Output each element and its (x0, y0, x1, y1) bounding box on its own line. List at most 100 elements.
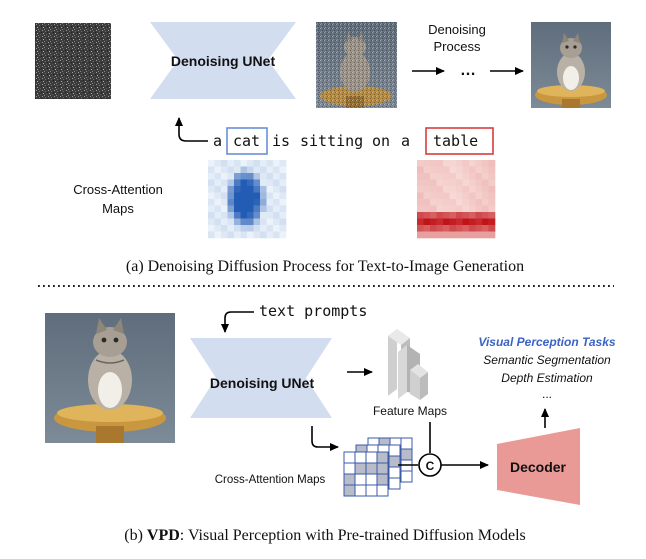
attention-cell (417, 231, 424, 239)
attention-cell (475, 179, 483, 187)
attention-cell (253, 173, 261, 180)
attention-cell (221, 173, 228, 180)
text-prompts-label: text prompts (259, 302, 367, 320)
attention-cell (273, 205, 280, 213)
attention-cell (234, 231, 241, 239)
attention-cell (462, 160, 470, 167)
attention-cell (208, 179, 215, 187)
attention-cell (436, 205, 444, 213)
attention-cell (266, 218, 274, 226)
attention-cell (240, 218, 248, 226)
attention-cell (436, 173, 444, 180)
attention-cell (475, 173, 483, 180)
attention-cell (462, 225, 470, 232)
attention-cell (208, 231, 215, 239)
attention-cell (462, 218, 470, 226)
attention-cell (266, 179, 274, 187)
attention-cell (430, 218, 437, 226)
attention-cell (436, 212, 444, 219)
attention-cell (488, 231, 496, 239)
denoising-unet-top-label: Denoising UNet (171, 53, 276, 69)
attention-cell (469, 231, 476, 239)
attention-cell (221, 199, 228, 206)
attention-cell (449, 231, 457, 239)
attention-cell (234, 179, 241, 187)
attention-cell (273, 212, 280, 219)
attention-cell (221, 225, 228, 232)
attention-cell (436, 192, 444, 200)
attention-grid-cell (388, 466, 401, 479)
attention-cell (247, 160, 254, 167)
task-more: ... (542, 387, 552, 401)
attention-cell (247, 179, 254, 187)
attention-cell (443, 160, 450, 167)
cross-attention-maps-label: Cross-Attention Maps (215, 474, 326, 486)
attention-cell (443, 166, 450, 174)
attention-cell (423, 231, 431, 239)
attention-cell (462, 179, 470, 187)
attention-grid-cell (343, 484, 356, 497)
attention-cell (469, 186, 476, 193)
attention-grid-cell (376, 462, 389, 475)
attention-cell (462, 173, 470, 180)
attention-cell (469, 205, 476, 213)
attention-cell (260, 160, 267, 167)
attention-cell (247, 192, 254, 200)
unet-to-attention-arrow (311, 426, 339, 451)
attention-cell (423, 199, 431, 206)
attention-cell (456, 179, 463, 187)
attention-cell (482, 166, 489, 174)
attention-cell (488, 173, 496, 180)
attention-grid-cell (365, 451, 378, 464)
attention-cell (482, 225, 489, 232)
attention-cell (214, 205, 222, 213)
cross-attention-label-2: Maps (102, 201, 134, 216)
attention-cell (488, 225, 496, 232)
attention-cell (488, 199, 496, 206)
cat-highlight-box (226, 127, 268, 155)
attention-cell (475, 225, 483, 232)
attention-cell (234, 192, 241, 200)
attention-cell (436, 218, 444, 226)
table-attention-map (417, 160, 496, 239)
prompt-word-table: table (433, 132, 478, 150)
attention-cell (469, 160, 476, 167)
attention-cell (214, 160, 222, 167)
attention-cell (227, 186, 235, 193)
attention-cell (266, 186, 274, 193)
attention-cell (462, 205, 470, 213)
attention-cell (423, 212, 431, 219)
attention-cell (253, 166, 261, 174)
attention-cell (260, 186, 267, 193)
attention-cell (240, 186, 248, 193)
attention-cell (482, 205, 489, 213)
concat-symbol: C (426, 459, 435, 473)
attention-cell (260, 218, 267, 226)
attention-cell (208, 199, 215, 206)
generated-cat-image (531, 22, 611, 108)
attention-cell (273, 231, 280, 239)
attention-cell (260, 212, 267, 219)
attention-cell (279, 166, 287, 174)
attention-cell (240, 173, 248, 180)
denoising-process-label-1: Denoising (428, 22, 486, 37)
attention-cell (214, 231, 222, 239)
attention-cell (221, 218, 228, 226)
prompt-word-sitting: sitting (300, 132, 363, 150)
attention-cell (456, 160, 463, 167)
attention-cell (462, 166, 470, 174)
attention-cell (247, 225, 254, 232)
attention-cell (456, 173, 463, 180)
attention-cell (208, 205, 215, 213)
attention-cell (443, 179, 450, 187)
attention-cell (456, 231, 463, 239)
attention-cell (456, 225, 463, 232)
attention-cell (247, 205, 254, 213)
attention-cell (456, 199, 463, 206)
attention-cell (253, 218, 261, 226)
attention-cell (449, 173, 457, 180)
attention-cell (449, 199, 457, 206)
attention-cell (234, 218, 241, 226)
attention-cell (430, 205, 437, 213)
